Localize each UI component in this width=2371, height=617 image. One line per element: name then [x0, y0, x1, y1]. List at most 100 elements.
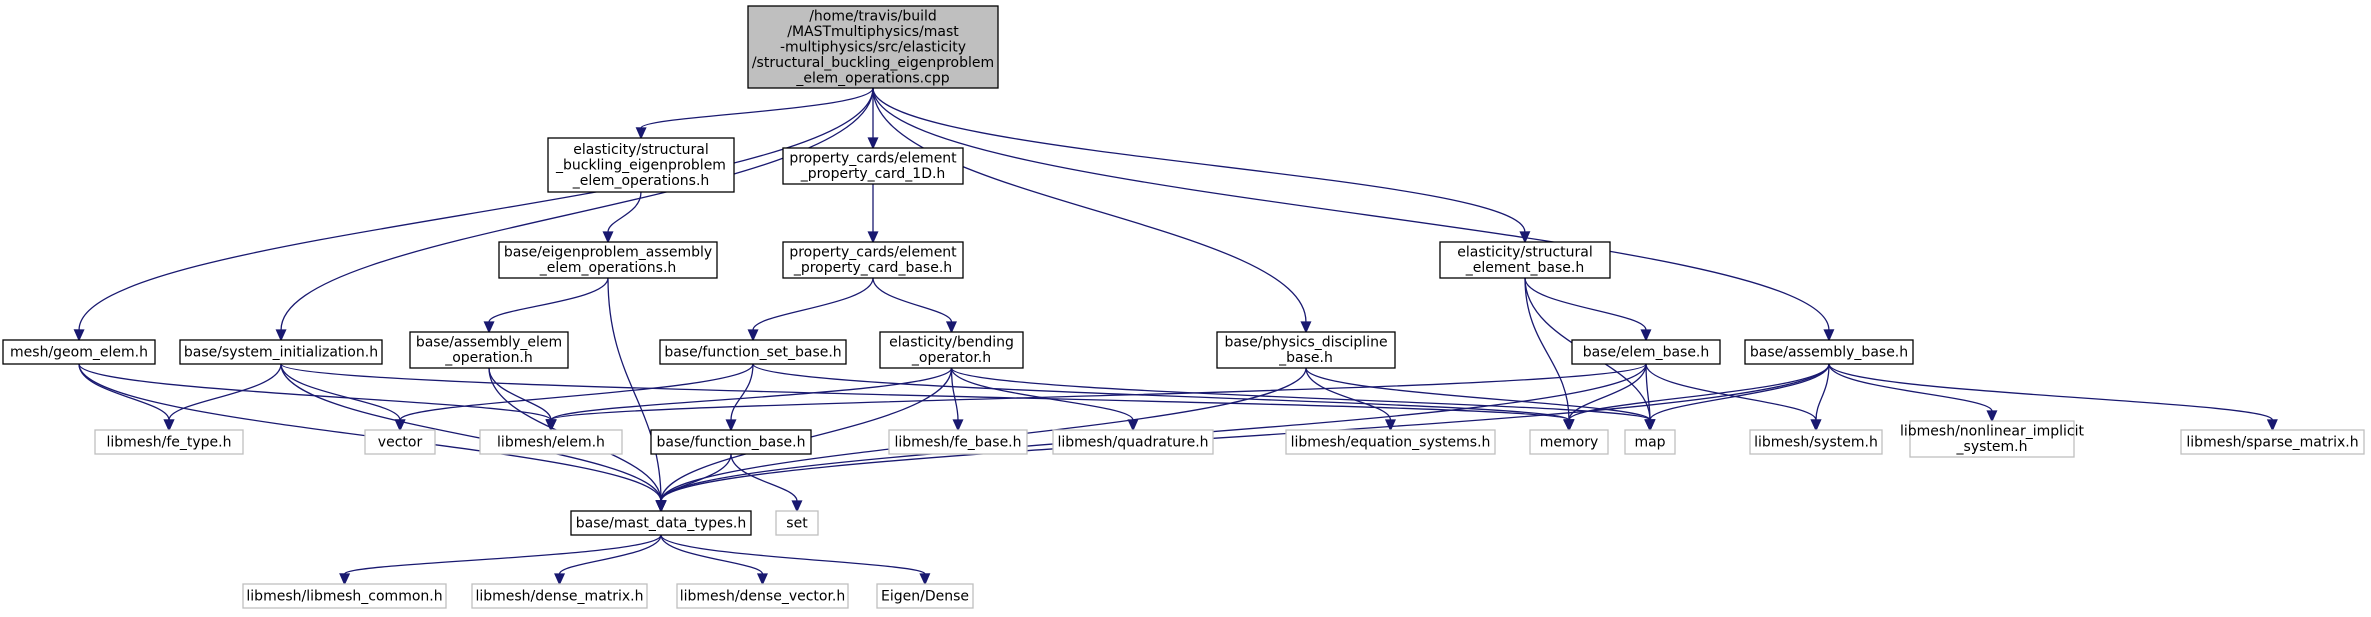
edge-mdt-to-dense_vector	[660, 534, 764, 575]
edge-physics_disc-to-eq_sys	[1305, 367, 1392, 421]
node-epa_eo[interactable]: base/eigenproblem_assembly_elem_operatio…	[498, 241, 718, 279]
node-sbeo_h[interactable]: elasticity/structural_buckling_eigenprob…	[547, 137, 735, 193]
node-label-sbeo_h-line-1: _buckling_eigenproblem	[555, 157, 726, 173]
node-label-elem-line-0: libmesh/elem.h	[497, 434, 605, 450]
edge-arrowhead-assembly_base-to-sparse	[2266, 419, 2278, 432]
node-root[interactable]: /home/travis/build/MASTmultiphysics/mast…	[747, 5, 999, 89]
node-map: map	[1624, 429, 1676, 455]
edge-arrowhead-fsb-to-vector	[394, 419, 406, 432]
edge-arrowhead-system_init-to-fe_type	[163, 419, 175, 432]
edge-root-to-assembly_base	[872, 87, 1830, 331]
node-set: set	[775, 510, 819, 536]
node-label-physics_disc-line-1: _base.h	[1278, 350, 1333, 366]
node-elem_base[interactable]: base/elem_base.h	[1571, 339, 1721, 365]
node-box-dense_vector	[676, 583, 849, 609]
node-label-sbeo_h-line-2: _elem_operations.h	[572, 173, 710, 189]
edge-assembly_base-to-sparse	[1828, 363, 2273, 421]
node-label-eigen-line-0: Eigen/Dense	[881, 588, 969, 604]
nodes-layer: /home/travis/build/MASTmultiphysics/mast…	[2, 5, 2365, 609]
edge-aeo-to-elem	[488, 367, 552, 421]
node-box-root	[747, 5, 999, 89]
node-label-epc1d-line-0: property_cards/element	[789, 151, 957, 167]
node-box-fsb	[659, 339, 847, 365]
node-label-seb-line-1: _element_base.h	[1465, 260, 1584, 276]
node-label-epa_eo-line-1: _elem_operations.h	[539, 260, 677, 276]
node-assembly_base[interactable]: base/assembly_base.h	[1744, 339, 1914, 365]
node-epcb[interactable]: property_cards/element_property_card_bas…	[782, 241, 964, 279]
edge-arrowhead-mdt-to-dense_matrix	[554, 573, 566, 586]
node-label-nonlinear-line-1: _system.h	[1956, 439, 2028, 455]
node-label-fe_type-line-0: libmesh/fe_type.h	[107, 434, 232, 450]
node-label-epcb-line-1: _property_card_base.h	[793, 260, 952, 276]
edge-arrowhead-epcb-to-fsb	[747, 329, 759, 342]
node-box-epc1d	[782, 147, 964, 185]
edge-bending-to-fe_base	[950, 367, 959, 421]
edge-arrowhead-assembly_base-to-mdt	[655, 500, 667, 513]
node-box-quadrature	[1052, 429, 1214, 455]
edge-fsb-to-vector	[399, 363, 754, 421]
edge-arrowhead-fsb-to-fb	[725, 419, 737, 432]
node-label-libmesh_common-line-0: libmesh/libmesh_common.h	[246, 588, 442, 604]
node-label-root-line-1: /MASTmultiphysics/mast	[787, 24, 959, 40]
edge-assembly_base-to-map	[1649, 363, 1830, 421]
edge-mdt-to-libmesh_common	[343, 534, 662, 575]
node-geom_elem[interactable]: mesh/geom_elem.h	[2, 339, 156, 365]
edge-arrowhead-root-to-system_init	[275, 329, 287, 342]
edge-system_init-to-fe_type	[168, 363, 282, 421]
node-label-root-line-4: _elem_operations.cpp	[795, 70, 949, 86]
edge-elem_base-to-map	[1645, 363, 1651, 421]
edge-mdt-to-dense_matrix	[558, 534, 662, 575]
node-aeo[interactable]: base/assembly_elem_operation.h	[409, 331, 569, 369]
node-box-nonlinear	[1909, 420, 2075, 458]
edge-arrowhead-assembly_base-to-system	[1810, 419, 1822, 432]
node-elem: libmesh/elem.h	[479, 429, 623, 455]
edge-fsb-to-fb	[730, 363, 754, 421]
node-fb[interactable]: base/function_base.h	[650, 429, 812, 455]
node-label-physics_disc-line-0: base/physics_discipline	[1224, 335, 1387, 351]
node-label-assembly_base-line-0: base/assembly_base.h	[1750, 344, 1908, 360]
node-box-elem	[479, 429, 623, 455]
node-physics_disc[interactable]: base/physics_discipline_base.h	[1216, 331, 1396, 369]
node-label-map-line-0: map	[1634, 434, 1665, 450]
node-label-root-line-0: /home/travis/build	[809, 8, 937, 24]
node-memory: memory	[1529, 429, 1609, 455]
node-label-epa_eo-line-0: base/eigenproblem_assembly	[504, 245, 712, 261]
node-label-nonlinear-line-0: libmesh/nonlinear_implicit	[1900, 424, 2084, 440]
node-eigen: Eigen/Dense	[876, 583, 974, 609]
node-box-eq_sys	[1285, 429, 1496, 455]
node-system_init[interactable]: base/system_initialization.h	[179, 339, 383, 365]
edge-arrowhead-root-to-assembly_base	[1823, 329, 1835, 342]
node-dense_matrix: libmesh/dense_matrix.h	[471, 583, 648, 609]
edge-elem_base-to-memory	[1568, 363, 1647, 421]
node-fsb[interactable]: base/function_set_base.h	[659, 339, 847, 365]
edge-root-to-physics_disc	[872, 87, 1307, 323]
edge-fsb-to-memory	[752, 363, 1570, 421]
node-mdt[interactable]: base/mast_data_types.h	[570, 510, 752, 536]
node-label-bending-line-0: elasticity/bending	[889, 335, 1014, 351]
node-bending[interactable]: elasticity/bending_operator.h	[879, 331, 1024, 369]
edge-arrowhead-root-to-sbeo_h	[635, 127, 647, 140]
edge-elem_base-to-system	[1645, 363, 1817, 421]
edge-system_init-to-memory	[280, 363, 1570, 421]
node-epc1d[interactable]: property_cards/element_property_card_1D.…	[782, 147, 964, 185]
edge-arrowhead-root-to-physics_disc	[1300, 321, 1312, 334]
node-label-geom_elem-line-0: mesh/geom_elem.h	[10, 344, 148, 360]
node-label-fsb-line-0: base/function_set_base.h	[664, 344, 841, 360]
node-box-dense_matrix	[471, 583, 648, 609]
node-label-bending-line-1: _operator.h	[911, 350, 991, 366]
edge-seb-to-elem_base	[1524, 277, 1647, 331]
edge-assembly_base-to-memory	[1568, 363, 1830, 421]
edge-arrowhead-physics_disc-to-eq_sys	[1384, 419, 1396, 432]
edge-arrowhead-root-to-epc1d	[867, 137, 879, 150]
edge-arrowhead-epcb-to-bending	[945, 321, 957, 334]
node-seb[interactable]: elasticity/structural_element_base.h	[1439, 241, 1611, 279]
edge-physics_disc-to-map	[1305, 367, 1651, 421]
node-label-aeo-line-0: base/assembly_elem	[416, 335, 562, 351]
node-label-aeo-line-1: _operation.h	[444, 350, 533, 366]
edge-system_init-to-vector	[280, 363, 401, 421]
edges-layer	[73, 87, 2278, 586]
node-label-mdt-line-0: base/mast_data_types.h	[576, 515, 747, 531]
node-label-epcb-line-0: property_cards/element	[789, 245, 957, 261]
edge-arrowhead-mdt-to-libmesh_common	[339, 573, 351, 586]
node-box-aeo	[409, 331, 569, 369]
